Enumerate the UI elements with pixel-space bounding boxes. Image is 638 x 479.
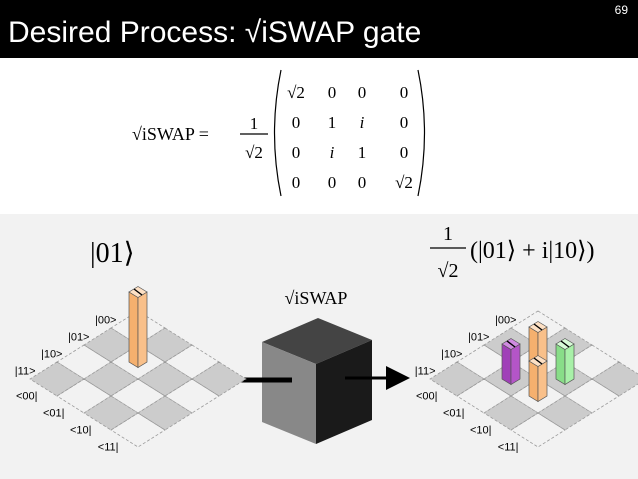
matrix-cell: i xyxy=(360,113,365,132)
row-label: |01> xyxy=(468,332,490,344)
density-bar xyxy=(528,355,548,403)
col-label: <01| xyxy=(43,408,65,420)
matrix-left-bracket xyxy=(273,69,282,197)
col-label: <00| xyxy=(16,391,38,403)
grid-cell xyxy=(591,361,638,397)
grid-cell xyxy=(164,344,220,380)
output-prefactor-denominator: √2 xyxy=(438,260,459,282)
output-prefactor-numerator: 1 xyxy=(443,223,453,245)
grid-cell xyxy=(510,310,566,346)
row-label: |11> xyxy=(15,366,36,378)
grid-cell xyxy=(164,378,220,414)
matrix-cell: i xyxy=(330,143,335,162)
matrix-cell: 0 xyxy=(292,143,301,162)
matrix-right-bracket xyxy=(417,69,426,197)
grid-cell xyxy=(110,344,166,380)
row-label: |00> xyxy=(495,315,517,327)
cube-top xyxy=(262,318,372,364)
col-label: <11| xyxy=(498,442,519,454)
matrix-cell: 0 xyxy=(358,83,367,102)
input-density-plot: |00> |01> |10> |11> <00| <01| <10| <11| xyxy=(15,286,247,454)
prefactor-numerator: 1 xyxy=(250,114,259,133)
row-label: |00> xyxy=(95,315,117,327)
matrix-cell: 0 xyxy=(400,83,409,102)
gate-cube xyxy=(262,318,372,444)
matrix-equation: √iSWAP = 1 √2 √2 0 0 0 0 1 i 0 0 i 1 0 0 0 0 √2 xyxy=(132,69,426,197)
prefactor-denominator: √2 xyxy=(245,143,263,162)
matrix-cell: 1 xyxy=(328,113,337,132)
density-bar xyxy=(501,338,521,386)
row-label: |01> xyxy=(68,332,90,344)
matrix-cell: 0 xyxy=(400,143,409,162)
grid-cell xyxy=(110,310,166,346)
col-label: <00| xyxy=(416,391,438,403)
matrix-cell: 0 xyxy=(400,113,409,132)
col-label: <01| xyxy=(443,408,465,420)
output-state-formula: 1 √2 (|01⟩ + i|10⟩) xyxy=(430,223,595,282)
grid-cell xyxy=(110,378,166,414)
matrix-cell: 0 xyxy=(328,173,337,192)
input-state-label: |01⟩ xyxy=(90,238,135,269)
cube-side xyxy=(316,340,372,444)
matrix-cell: √2 xyxy=(395,173,413,192)
grid-cell xyxy=(56,378,112,414)
equation-lhs: √iSWAP = xyxy=(132,124,209,144)
matrix-cell: 1 xyxy=(358,143,367,162)
matrix-cell: 0 xyxy=(358,173,367,192)
matrix-cell: √2 xyxy=(287,83,305,102)
col-label: <11| xyxy=(98,442,119,454)
gate-label: √iSWAP xyxy=(285,288,348,308)
title-bar xyxy=(0,0,638,58)
grid-cell xyxy=(564,378,620,414)
output-density-plot: |00> |01> |10> |11> <00| <01| <10| <11| xyxy=(415,310,638,454)
output-ket: (|01⟩ + i|10⟩) xyxy=(470,238,595,264)
grid-cell xyxy=(510,412,566,448)
grid-cell xyxy=(510,378,566,414)
grid-cell xyxy=(56,344,112,380)
density-bar xyxy=(128,286,148,369)
col-label: <10| xyxy=(470,425,492,437)
row-label: |10> xyxy=(41,349,63,361)
grid-cell xyxy=(456,378,512,414)
page-number: 69 xyxy=(615,3,629,17)
row-label: |10> xyxy=(441,349,463,361)
cube-front xyxy=(262,342,316,444)
matrix-cell: 0 xyxy=(328,83,337,102)
matrix-cells: √2 0 0 0 0 1 i 0 0 i 1 0 0 0 0 √2 xyxy=(287,83,413,192)
col-label: <10| xyxy=(70,425,92,437)
slide-title: Desired Process: √iSWAP gate xyxy=(8,16,421,49)
matrix-cell: 0 xyxy=(292,173,301,192)
grid-cell xyxy=(110,412,166,448)
row-label: |11> xyxy=(415,366,436,378)
matrix-cell: 0 xyxy=(292,113,301,132)
density-bar xyxy=(555,338,575,386)
